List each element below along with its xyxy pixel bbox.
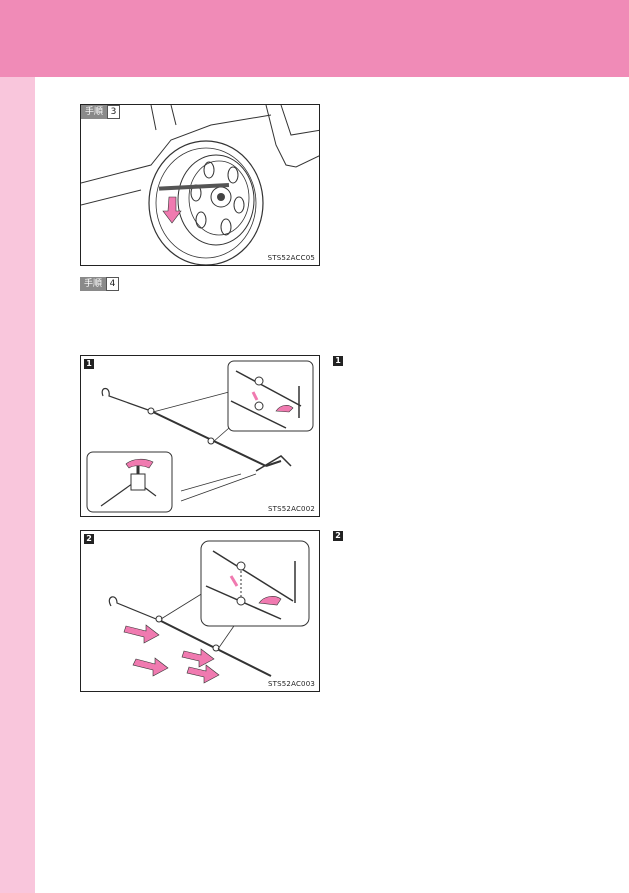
figure2-badge: 2 bbox=[84, 534, 94, 544]
step3-number: 3 bbox=[107, 105, 121, 119]
jack-handle-drawing-2 bbox=[108, 540, 310, 684]
side-band bbox=[0, 77, 35, 893]
wheel-illustration: 手順 3 STS52ACC05 bbox=[80, 104, 320, 266]
figure-code-1: STS52ACC05 bbox=[267, 254, 315, 262]
figure-code-3: STS52AC003 bbox=[268, 680, 315, 688]
step4-number: 4 bbox=[106, 277, 120, 291]
jack-handle-illustration-2: 2 STS52AC003 bbox=[80, 530, 320, 692]
jack-handle-drawing-1 bbox=[86, 360, 314, 513]
side-marker-1: 1 bbox=[333, 356, 343, 366]
wheel-drawing bbox=[81, 105, 319, 265]
figure1-badge: 1 bbox=[84, 359, 94, 369]
jack-handle-illustration-1: 1 STS52AC002 bbox=[80, 355, 320, 517]
side-marker-2: 2 bbox=[333, 531, 343, 541]
step3-label: 手順 bbox=[81, 105, 108, 119]
step4-label: 手順 bbox=[80, 277, 107, 291]
figure-code-2: STS52AC002 bbox=[268, 505, 315, 513]
header-band bbox=[0, 0, 629, 77]
